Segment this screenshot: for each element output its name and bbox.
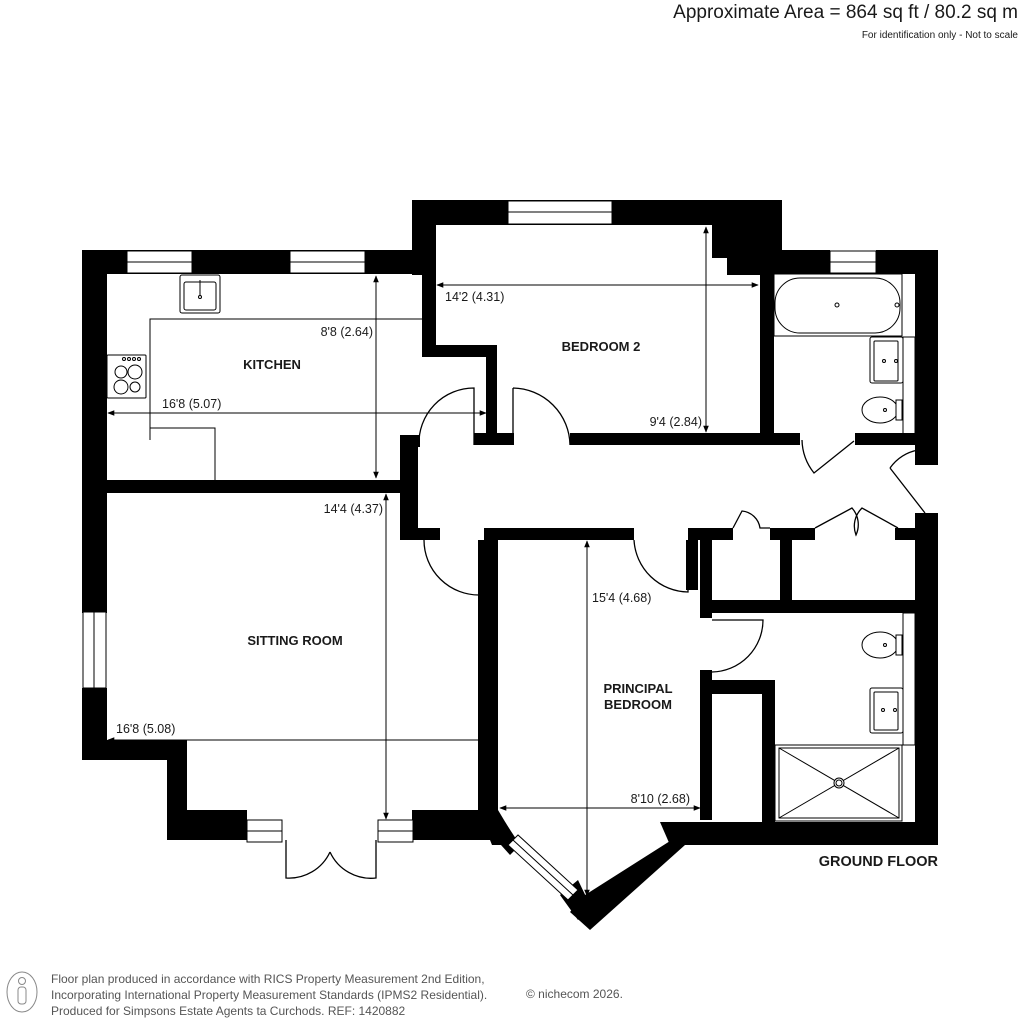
footer-line-1: Floor plan produced in accordance with R… <box>51 972 485 986</box>
room-label-sitting-room: SITTING ROOM <box>247 633 342 648</box>
dimension-lines <box>107 226 759 897</box>
footer-line-2: Incorporating International Property Mea… <box>51 988 488 1002</box>
footer-disclaimer: Floor plan produced in accordance with R… <box>51 971 487 1019</box>
principal-bedroom-dim-depth: 15'4 (4.68) <box>592 591 651 605</box>
doors <box>285 387 926 879</box>
kitchen-dim-width: 16'8 (5.07) <box>162 397 221 411</box>
windows <box>82 200 877 901</box>
ensuite-basin-icon <box>869 687 904 734</box>
fixtures <box>106 273 916 822</box>
approximate-area: Approximate Area = 864 sq ft / 80.2 sq m <box>673 2 1018 23</box>
kitchen-dim-depth: 8'8 (2.64) <box>321 325 373 339</box>
hob-icon <box>106 354 147 399</box>
room-label-principal-bedroom-line2: BEDROOM <box>604 697 672 712</box>
shower-tray-icon <box>774 744 903 822</box>
bedroom-2-dim-depth: 9'4 (2.84) <box>650 415 702 429</box>
principal-bedroom-dim-width: 8'10 (2.68) <box>631 792 690 806</box>
copyright: © nichecom 2026. <box>526 987 623 1001</box>
room-label-bedroom-2: BEDROOM 2 <box>562 339 641 354</box>
ensuite-toilet-icon <box>861 631 903 659</box>
toilet-icon <box>861 396 903 424</box>
sitting-room-dim-depth: 14'4 (4.37) <box>324 502 383 516</box>
bathtub-icon <box>773 273 903 337</box>
person-in-circle-icon <box>6 971 38 1013</box>
floor-label: GROUND FLOOR <box>819 854 939 870</box>
room-label-principal-bedroom-line1: PRINCIPAL <box>603 681 672 696</box>
sitting-room-dim-width: 16'8 (5.08) <box>116 722 175 736</box>
room-label-kitchen: KITCHEN <box>243 357 301 372</box>
footer-line-3: Produced for Simpsons Estate Agents ta C… <box>51 1004 406 1018</box>
basin-icon <box>869 336 904 384</box>
scale-note: For identification only - Not to scale <box>861 30 1018 41</box>
kitchen-sink-icon <box>179 274 221 314</box>
bedroom-2-dim-width: 14'2 (4.31) <box>445 290 504 304</box>
